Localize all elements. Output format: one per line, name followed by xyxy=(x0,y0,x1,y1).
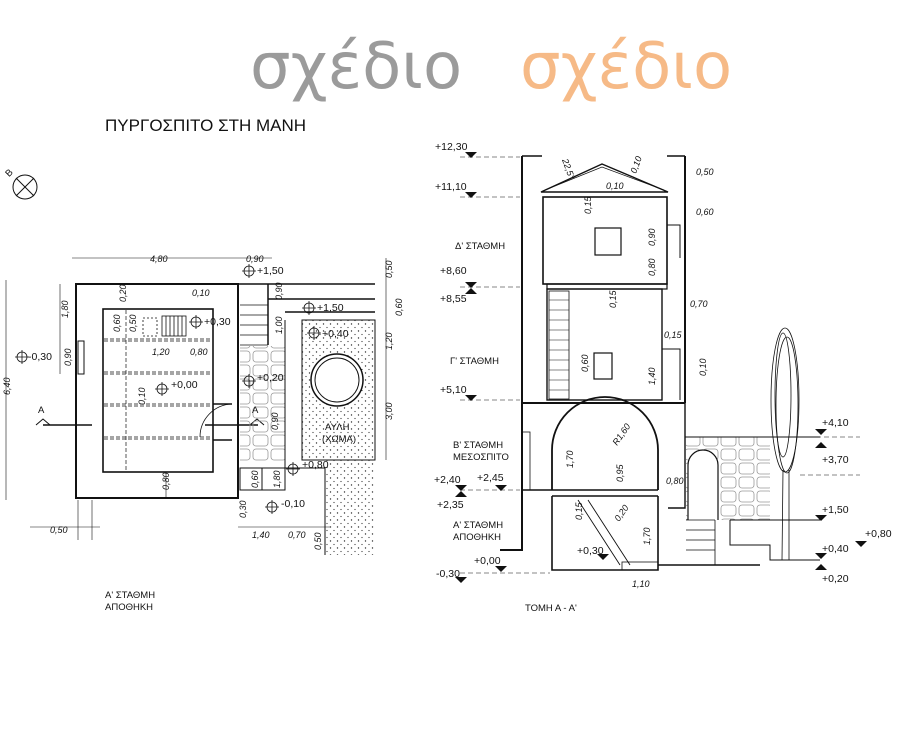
dimension: 0,95 xyxy=(615,463,625,482)
dimension: 0,90 xyxy=(246,254,264,264)
floor-label: ΜΕΣΟΣΠΙΤΟ xyxy=(453,452,509,463)
section-mark: A xyxy=(252,405,259,416)
level-mark: -0,30 xyxy=(436,568,460,580)
dimension: 1,20 xyxy=(152,347,170,357)
dimension: 0,60 xyxy=(250,470,260,488)
level-mark: +5,10 xyxy=(440,384,467,396)
level-mark: +12,30 xyxy=(435,141,468,153)
level-mark: -0,30 xyxy=(28,351,52,363)
dimension: 3,00 xyxy=(384,402,394,420)
level-mark: +0,20 xyxy=(822,573,849,585)
dimension: 0,15 xyxy=(583,195,593,214)
dimension: 0,90 xyxy=(63,348,73,366)
watermark-gray: σχέδιο xyxy=(250,30,462,104)
floor-label: ΑΠΟΘΗΚΗ xyxy=(453,532,501,543)
yard-label: (ΧΩΜΑ) xyxy=(322,434,356,445)
floor-label: Α' ΣΤΑΘΜΗ xyxy=(453,520,503,531)
dimension: 1,80 xyxy=(60,300,70,318)
dimension: 0,10 xyxy=(698,358,708,376)
floor-label: Δ' ΣΤΑΘΜΗ xyxy=(455,241,505,252)
dimension: 0,60 xyxy=(580,354,590,372)
dimension: 0,15 xyxy=(664,330,683,340)
level-mark: +2,35 xyxy=(437,499,464,511)
dimension: 0,50 xyxy=(696,167,714,177)
dimension: 0,10 xyxy=(628,155,643,175)
dimension: 1,70 xyxy=(565,450,575,468)
dimension: 0,80 xyxy=(666,476,684,486)
level-mark: +0,20 xyxy=(257,372,284,384)
dimension: 0,10 xyxy=(192,288,210,298)
dimension: 1,00 xyxy=(274,316,284,334)
level-mark: +0,30 xyxy=(204,316,231,328)
dimension: 0,50 xyxy=(313,532,323,550)
dimension: 0,10 xyxy=(137,387,147,405)
dimension: 1,70 xyxy=(642,527,652,545)
dimension: 0,15 xyxy=(574,501,584,520)
dimension: 0,20 xyxy=(612,503,630,523)
dimension: 0,80 xyxy=(647,258,657,276)
floor-label: Β' ΣΤΑΘΜΗ xyxy=(453,440,503,451)
floor-plan xyxy=(5,257,387,555)
dimension: 0,15 xyxy=(608,289,618,308)
dimension: 1,20 xyxy=(384,332,394,350)
section-caption: ΤΟΜΗ Α - Α' xyxy=(525,603,577,614)
dimension: 0,70 xyxy=(288,530,306,540)
dimension: 0,50 xyxy=(128,314,138,332)
dimension: 6,40 xyxy=(2,377,12,395)
north-label: B xyxy=(3,167,15,179)
section-drawing xyxy=(455,152,867,583)
level-mark: +1,50 xyxy=(257,265,284,277)
dimension: 1,40 xyxy=(252,530,270,540)
dimension: 0,10 xyxy=(606,181,624,191)
level-mark: -0,10 xyxy=(281,498,305,510)
dimension: 0,90 xyxy=(647,228,657,246)
dimension: 0,50 xyxy=(50,525,68,535)
level-mark: +8,55 xyxy=(440,293,467,305)
level-mark: +0,00 xyxy=(474,555,501,567)
dimension: 0,50 xyxy=(384,260,394,278)
dimension: 0,60 xyxy=(696,207,714,217)
dimension: 0,60 xyxy=(112,314,122,332)
dimension: R1,60 xyxy=(610,422,632,447)
dimension: 0,80 xyxy=(161,472,171,490)
level-mark: +0,40 xyxy=(322,328,349,340)
watermark-orange: σχέδιο xyxy=(520,30,732,104)
dimension: 0,20 xyxy=(118,284,128,302)
level-mark: +2,40 xyxy=(434,474,461,486)
dimension: 0,30 xyxy=(238,500,248,518)
dimension: 22,5° xyxy=(560,156,577,181)
level-mark: +11,10 xyxy=(435,181,467,193)
dimension: 0,80 xyxy=(190,347,208,357)
plan-caption: ΑΠΟΘΗΚΗ xyxy=(105,602,153,613)
plan-caption: Α' ΣΤΑΘΜΗ xyxy=(105,590,155,601)
level-mark: +3,70 xyxy=(822,454,849,466)
dimension: 0,60 xyxy=(394,298,404,316)
dimension: 0,90 xyxy=(274,282,284,300)
level-mark: +0,80 xyxy=(302,459,329,471)
level-mark: +4,10 xyxy=(822,417,849,429)
section-mark: A xyxy=(38,405,45,416)
level-mark: +0,00 xyxy=(171,379,198,391)
floor-label: Γ' ΣΤΑΘΜΗ xyxy=(450,356,499,367)
level-mark: +0,40 xyxy=(822,543,849,555)
yard-label: ΑΥΛΗ xyxy=(325,422,350,433)
dimension: 1,10 xyxy=(632,579,650,589)
dimension: 4,80 xyxy=(150,254,168,264)
dimension: 1,40 xyxy=(647,367,657,385)
north-arrow-icon xyxy=(12,174,38,200)
level-mark: +8,60 xyxy=(440,265,467,277)
dimension: 1,80 xyxy=(272,470,282,488)
level-mark: +1,50 xyxy=(822,504,849,516)
level-mark: +0,30 xyxy=(577,545,604,557)
level-mark: +1,50 xyxy=(317,302,344,314)
level-mark: +0,80 xyxy=(865,528,892,540)
dimension: 0,70 xyxy=(690,299,708,309)
drawing-title: ΠΥΡΓΟΣΠΙΤΟ ΣΤΗ ΜΑΝΗ xyxy=(105,116,306,135)
dimension: 0,90 xyxy=(270,412,280,430)
level-mark: +2,45 xyxy=(477,472,504,484)
